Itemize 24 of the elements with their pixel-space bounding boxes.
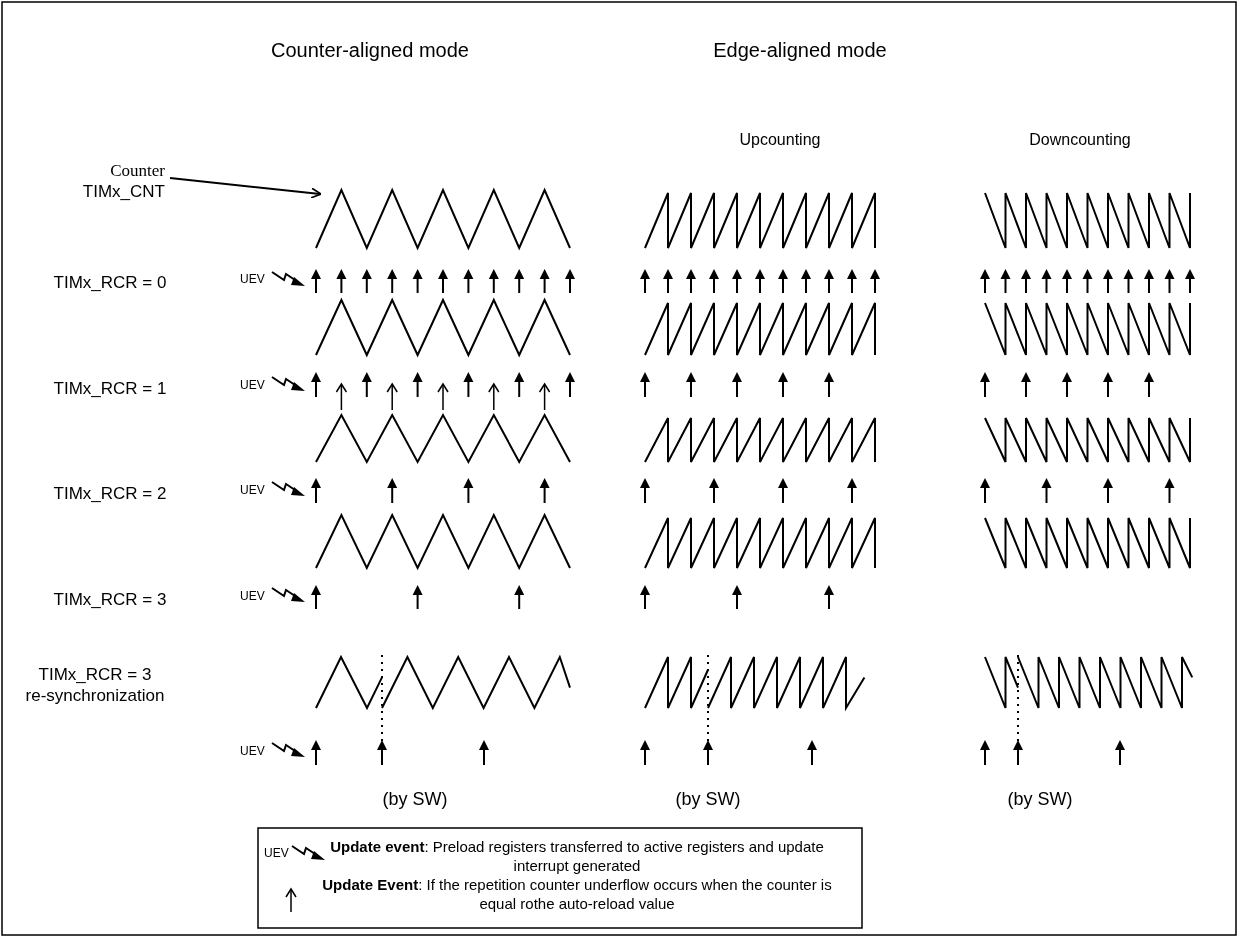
caption-text: Counter: [109, 160, 165, 182]
uev-label: UEV: [240, 744, 266, 759]
annotation: (by SW): [1006, 788, 1074, 811]
uev-label: UEV: [240, 378, 266, 393]
register-name: TIMx_CNT: [81, 181, 165, 203]
row-label: TIMx_RCR = 0: [52, 272, 168, 294]
leader-arrow: [169, 177, 322, 199]
row-label: TIMx_RCR = 3: [52, 589, 168, 611]
heading: Edge-aligned mode: [712, 38, 888, 63]
triangle-waveform: [315, 187, 571, 251]
row-label: TIMx_RCR = 2: [52, 483, 168, 505]
uev-label: UEV: [264, 846, 290, 861]
legend-text: Update Event: If the repetition counter underflow occurs when the counter is equal rothe auto-reload value: [321, 876, 833, 914]
row-label: TIMx_RCR = 3 re-synchronization: [24, 664, 166, 707]
subheading: Upcounting: [738, 130, 822, 150]
subheading: Downcounting: [1028, 130, 1132, 150]
heading: Counter-aligned mode: [270, 38, 470, 63]
row-label: TIMx_RCR = 1: [52, 378, 168, 400]
annotation: (by SW): [381, 788, 449, 811]
uev-label: UEV: [240, 483, 266, 498]
legend-text: Update event: Preload registers transferred to active registers and update interrupt generated: [329, 838, 825, 876]
annotation: (by SW): [674, 788, 742, 811]
uev-label: UEV: [240, 589, 266, 604]
uev-label: UEV: [240, 272, 266, 287]
